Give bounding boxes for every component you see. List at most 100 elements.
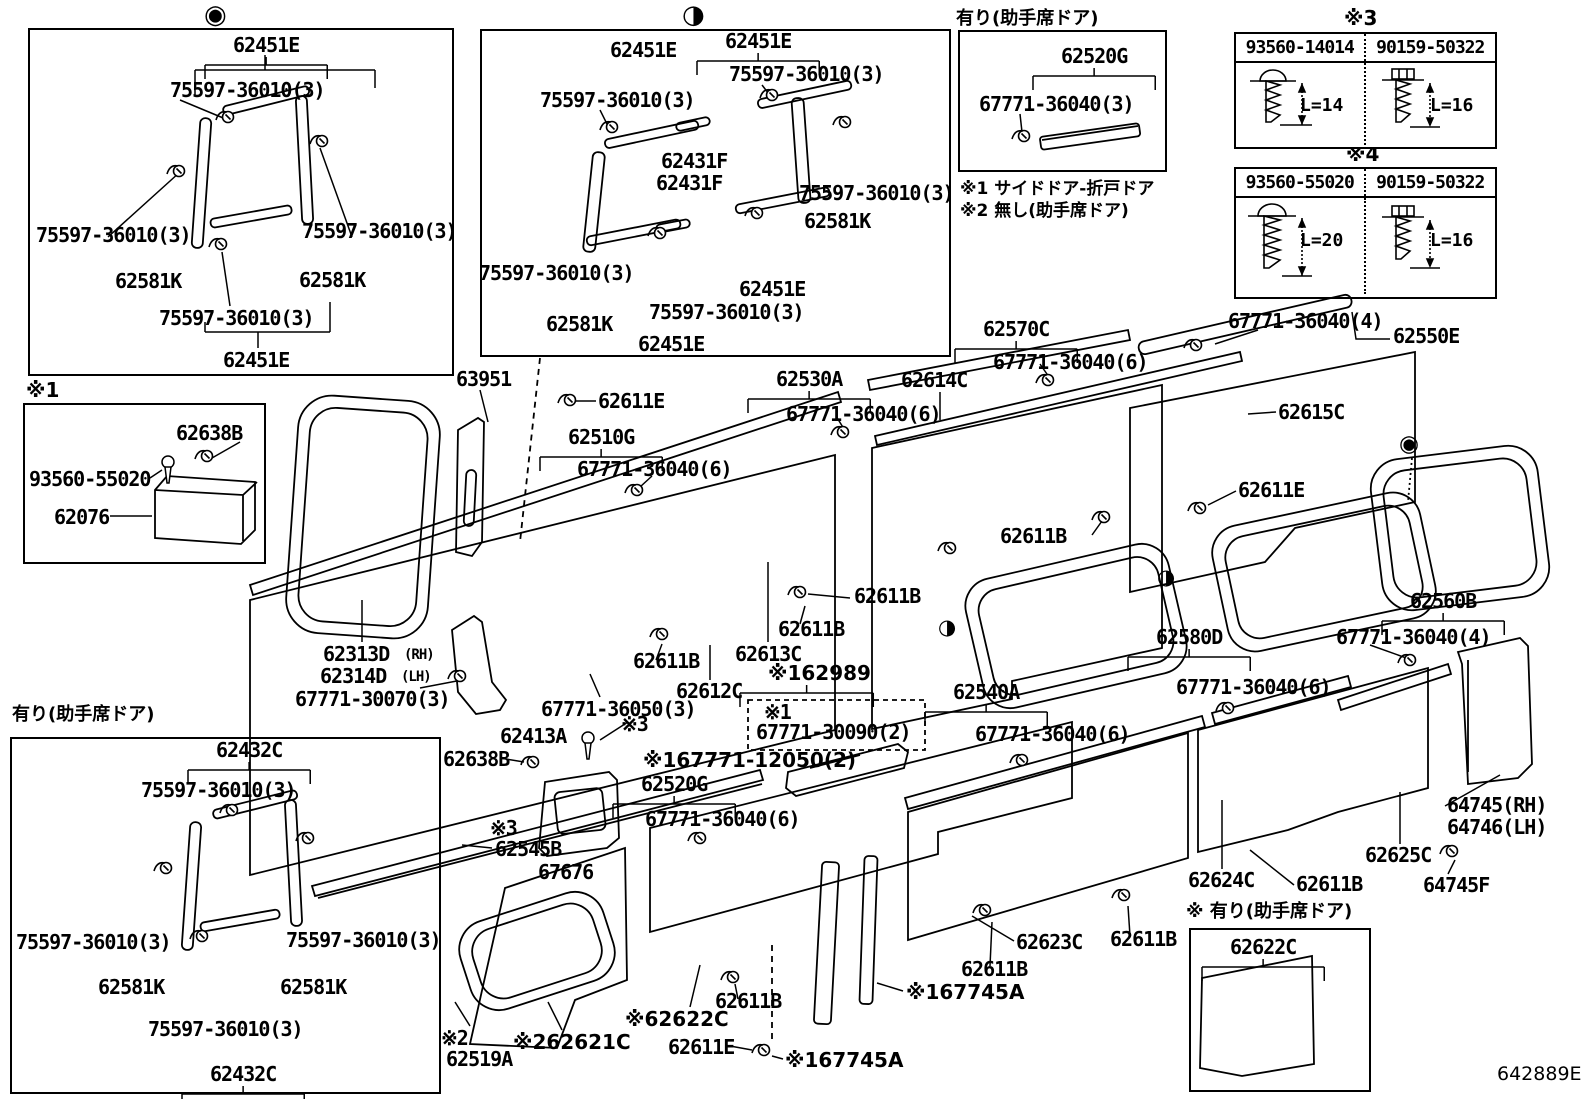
part-label[interactable]: 62076 [54, 505, 110, 529]
part-label[interactable]: 67771-36040(6) [975, 722, 1131, 746]
part-label[interactable]: 75597-36010(3) [729, 62, 885, 86]
part-label[interactable]: ※262621C [513, 1030, 631, 1054]
part-label[interactable]: 62520G [1061, 44, 1128, 68]
part-label[interactable]: 62612C [676, 679, 743, 703]
screw-part-number[interactable]: 93560-55020 [1236, 169, 1366, 196]
part-label[interactable]: 75597-36010(3) [141, 778, 297, 802]
part-label[interactable]: 67771-36040(4) [1336, 625, 1492, 649]
part-label[interactable]: 62432C [216, 738, 283, 762]
part-label[interactable]: 62581K [804, 209, 871, 233]
part-label[interactable]: 62611E [1238, 478, 1305, 502]
part-label[interactable]: 62581K [280, 975, 347, 999]
part-label[interactable]: 67771-36040(6) [1176, 675, 1332, 699]
part-label[interactable]: 64745(RH) [1447, 793, 1547, 817]
part-label[interactable]: 62624C [1188, 868, 1255, 892]
part-label[interactable]: 62451E [223, 348, 290, 372]
part-label[interactable]: 67771-36050(3) [541, 697, 697, 721]
part-label[interactable]: ※3 [621, 712, 649, 736]
part-label[interactable]: 62625C [1365, 843, 1432, 867]
part-label[interactable]: 62510G [568, 425, 635, 449]
part-label[interactable]: 62560B [1410, 589, 1477, 613]
part-label[interactable]: 62611B [1110, 927, 1177, 951]
part-label[interactable]: ※167771-12050(2) [643, 748, 857, 772]
part-label[interactable]: ※62622C [625, 1007, 729, 1031]
part-label[interactable]: 62623C [1016, 930, 1083, 954]
part-label[interactable]: ※162989 [768, 661, 871, 685]
part-label[interactable]: 62519A [446, 1047, 513, 1071]
part-label[interactable]: 62638B [176, 421, 243, 445]
part-label[interactable]: 62581K [299, 268, 366, 292]
part-label[interactable]: 75597-36010(3) [540, 88, 696, 112]
part-label[interactable]: 93560-55020 [29, 467, 151, 491]
part-label[interactable]: 62314D [320, 664, 387, 688]
part-label[interactable]: (LH) [401, 669, 432, 685]
part-label[interactable]: 62432C [210, 1062, 277, 1086]
part-label[interactable]: 62611B [961, 957, 1028, 981]
part-label[interactable]: 62611E [598, 389, 665, 413]
part-label[interactable]: 62611B [1000, 524, 1067, 548]
part-label[interactable]: 62545B [495, 837, 562, 861]
part-label[interactable]: 62540A [953, 680, 1020, 704]
part-label[interactable]: 67771-36040(4) [1228, 309, 1384, 333]
pan-screw-icon [1250, 69, 1312, 126]
part-label[interactable]: 64746(LH) [1447, 815, 1547, 839]
part-label[interactable]: 67771-30070(3) [295, 687, 451, 711]
part-label[interactable]: 62581K [115, 269, 182, 293]
part-label[interactable]: ※167745A [906, 980, 1025, 1004]
part-label[interactable]: 62581K [546, 312, 613, 336]
part-label[interactable]: 67771-36040(6) [577, 457, 733, 481]
part-label[interactable]: 75597-36010(3) [148, 1017, 304, 1041]
part-label[interactable]: 62520G [641, 772, 708, 796]
part-label[interactable]: ※3 [490, 816, 518, 840]
part-label[interactable]: 62611B [778, 617, 845, 641]
part-label[interactable]: 62614C [901, 368, 968, 392]
screw-part-number[interactable]: 90159-50322 [1376, 37, 1485, 58]
part-label[interactable]: 62550E [1393, 324, 1460, 348]
part-label[interactable]: 62581K [98, 975, 165, 999]
part-label[interactable]: 67771-36040(3) [979, 92, 1135, 116]
part-label[interactable]: 62615C [1278, 400, 1345, 424]
screw-part-number[interactable]: 90159-50322 [1376, 172, 1485, 193]
part-label[interactable]: 63951 [456, 367, 512, 391]
part-label[interactable]: 62611E [668, 1035, 735, 1059]
part-label[interactable]: 62611B [854, 584, 921, 608]
part-label[interactable]: 62451E [739, 277, 806, 301]
part-label[interactable]: 62580D [1156, 625, 1223, 649]
part-label[interactable]: 62622C [1230, 935, 1297, 959]
part-label[interactable]: ※167745A [785, 1048, 904, 1072]
part-label[interactable]: 62611B [715, 989, 782, 1013]
part-label[interactable]: 75597-36010(3) [799, 181, 955, 205]
part-label[interactable]: 62611B [1296, 872, 1363, 896]
part-label[interactable]: ※1 [764, 700, 792, 724]
part-label[interactable]: 62451E [638, 332, 705, 356]
part-label[interactable]: 62451E [610, 38, 677, 62]
part-label[interactable]: 62431F [656, 171, 723, 195]
part-label[interactable]: 64745F [1423, 873, 1490, 897]
part-label[interactable]: 62451E [233, 33, 300, 57]
part-label[interactable]: 62570C [983, 317, 1050, 341]
part-label[interactable]: 75597-36010(3) [36, 223, 192, 247]
part-label[interactable]: 62638B [443, 747, 510, 771]
part-label[interactable]: 75597-36010(3) [649, 300, 805, 324]
part-label[interactable]: 67771-36040(6) [645, 807, 801, 831]
part-label[interactable]: 75597-36010(3) [16, 930, 172, 954]
part-label[interactable]: 75597-36010(3) [170, 78, 326, 102]
part-label[interactable]: 75597-36010(3) [302, 219, 458, 243]
part-label[interactable]: 75597-36010(3) [479, 261, 635, 285]
part-label[interactable]: ※2 [441, 1026, 469, 1050]
part-label[interactable]: 62313D [323, 642, 390, 666]
part-label[interactable]: 75597-36010(3) [286, 928, 442, 952]
part-label[interactable]: 67771-36040(6) [993, 350, 1149, 374]
part-label[interactable]: 62413A [500, 724, 567, 748]
part-label[interactable]: 67771-36040(6) [786, 402, 942, 426]
part-label[interactable]: 62451E [725, 29, 792, 53]
part-label[interactable]: 67771-30090(2) [756, 720, 912, 744]
screw-part-number[interactable]: 93560-14014 [1236, 34, 1366, 61]
part-label[interactable]: (RH) [404, 647, 435, 663]
part-label[interactable]: 62431F [661, 149, 728, 173]
part-label[interactable]: 62611B [633, 649, 700, 673]
part-label[interactable]: 67676 [538, 860, 594, 884]
part-label[interactable]: 75597-36010(3) [159, 306, 315, 330]
part-label[interactable]: 62613C [735, 642, 802, 666]
part-label[interactable]: 62530A [776, 367, 843, 391]
